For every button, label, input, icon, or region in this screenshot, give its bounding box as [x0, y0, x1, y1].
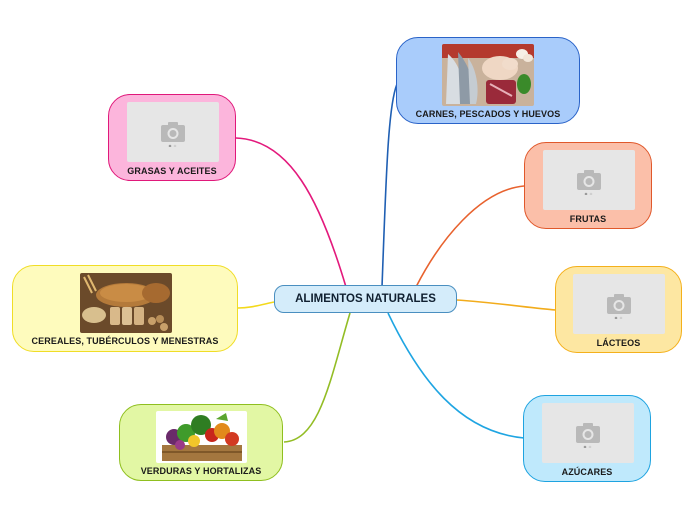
topic-carnes[interactable]: CARNES, PESCADOS Y HUEVOS — [396, 37, 580, 124]
image-placeholder — [543, 150, 635, 210]
central-topic-label: ALIMENTOS NATURALES — [295, 293, 436, 305]
image-placeholder — [542, 403, 634, 463]
link-azucares — [387, 312, 525, 439]
camera-icon — [161, 122, 185, 147]
topic-label: CARNES, PESCADOS Y HUEVOS — [415, 109, 561, 119]
link-carnes — [381, 81, 399, 288]
camera-icon — [577, 170, 601, 195]
meat-fish-eggs-image — [442, 44, 534, 106]
link-verduras — [283, 312, 351, 443]
link-cereales — [237, 301, 275, 309]
camera-icon — [607, 294, 631, 319]
topic-azucares[interactable]: AZÚCARES — [523, 395, 651, 482]
link-grasas — [235, 137, 347, 288]
vegetables-image — [156, 411, 247, 463]
topic-lacteos[interactable]: LÁCTEOS — [555, 266, 682, 353]
image-placeholder — [127, 102, 219, 162]
topic-grasas[interactable]: GRASAS Y ACEITES — [108, 94, 236, 181]
topic-label: LÁCTEOS — [596, 338, 641, 348]
image-placeholder — [573, 274, 665, 334]
topic-verduras[interactable]: VERDURAS Y HORTALIZAS — [119, 404, 283, 481]
link-frutas — [415, 185, 525, 288]
bread-grains-image — [80, 273, 172, 333]
topic-cereales[interactable]: CEREALES, TUBÉRCULOS Y MENESTRAS — [12, 265, 238, 352]
topic-label: AZÚCARES — [561, 467, 613, 477]
topic-label: GRASAS Y ACEITES — [127, 166, 217, 176]
topic-label: VERDURAS Y HORTALIZAS — [140, 466, 262, 476]
topic-label: FRUTAS — [569, 214, 607, 224]
link-lacteos — [456, 299, 557, 311]
camera-icon — [576, 423, 600, 448]
central-topic[interactable]: ALIMENTOS NATURALES — [274, 285, 457, 313]
topic-label: CEREALES, TUBÉRCULOS Y MENESTRAS — [31, 336, 219, 346]
topic-frutas[interactable]: FRUTAS — [524, 142, 652, 229]
